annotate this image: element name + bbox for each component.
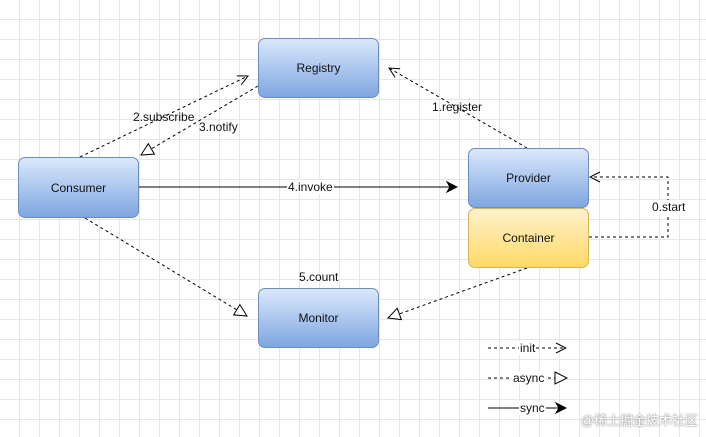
edge-label-subscribe: 2.subscribe xyxy=(133,110,195,124)
edge-label-start: 0.start xyxy=(651,200,687,214)
legend-init-label: init xyxy=(519,341,537,355)
provider-node[interactable]: Provider xyxy=(468,148,589,208)
container-node-label: Container xyxy=(502,231,555,245)
container-node[interactable]: Container xyxy=(468,208,589,268)
consumer-node[interactable]: Consumer xyxy=(18,157,139,218)
legend-sync-label: sync xyxy=(519,401,546,415)
edge-label-count: 5.count xyxy=(299,270,339,284)
edge-count-consumer xyxy=(84,217,247,316)
monitor-node-label: Monitor xyxy=(298,311,339,325)
legend-async-label: async xyxy=(512,371,546,385)
monitor-node[interactable]: Monitor xyxy=(258,288,379,348)
consumer-node-label: Consumer xyxy=(50,180,107,195)
edge-notify xyxy=(141,85,259,155)
edge-count-container xyxy=(388,267,528,318)
edge-label-invoke: 4.invoke xyxy=(287,180,334,194)
watermark-text: @稀土掘金技术社区 xyxy=(580,413,698,428)
edge-register xyxy=(389,68,528,149)
edge-label-notify: 3.notify xyxy=(199,120,238,134)
edge-label-register: 1.register xyxy=(432,100,483,114)
registry-node-label: Registry xyxy=(296,61,341,75)
edge-subscribe xyxy=(79,76,248,158)
provider-node-label: Provider xyxy=(506,171,551,185)
registry-node[interactable]: Registry xyxy=(258,38,379,98)
